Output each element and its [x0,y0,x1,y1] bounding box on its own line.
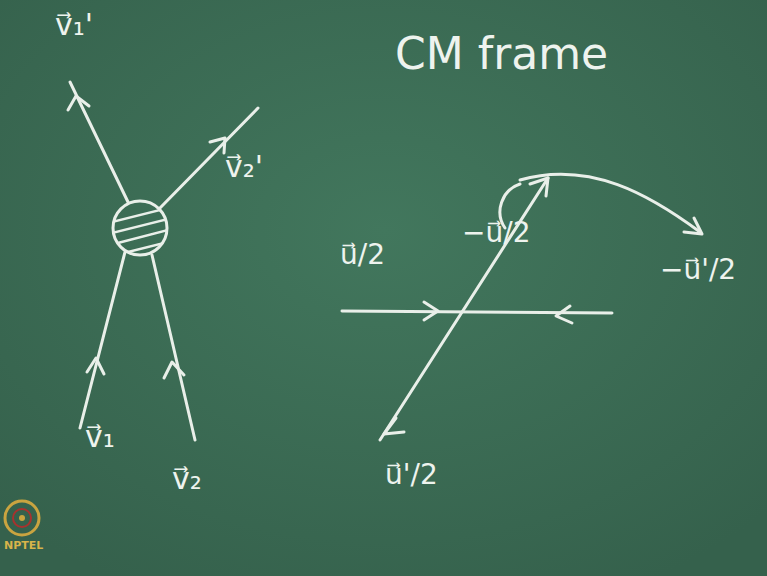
velocity-label: −u⃗/2 [462,218,530,249]
logo-text: NPTEL [4,540,43,552]
velocity-label: v⃗₁' [55,8,93,41]
velocity-label: −u⃗'/2 [660,255,736,286]
velocity-label: u⃗'/2 [385,460,438,491]
nptel-logo [5,501,39,535]
velocity-arrow [68,82,128,202]
velocity-arrow [342,302,612,323]
velocity-arrow [80,252,125,428]
velocity-arrow [380,178,548,440]
velocity-arrow [152,255,195,440]
velocity-label: v⃗₂ [172,462,202,495]
velocity-label: u⃗/2 [340,240,385,271]
frame-heading: CM frame [395,30,608,78]
velocity-label: v⃗₂' [225,150,263,183]
velocity-label: v⃗₁ [85,420,115,453]
